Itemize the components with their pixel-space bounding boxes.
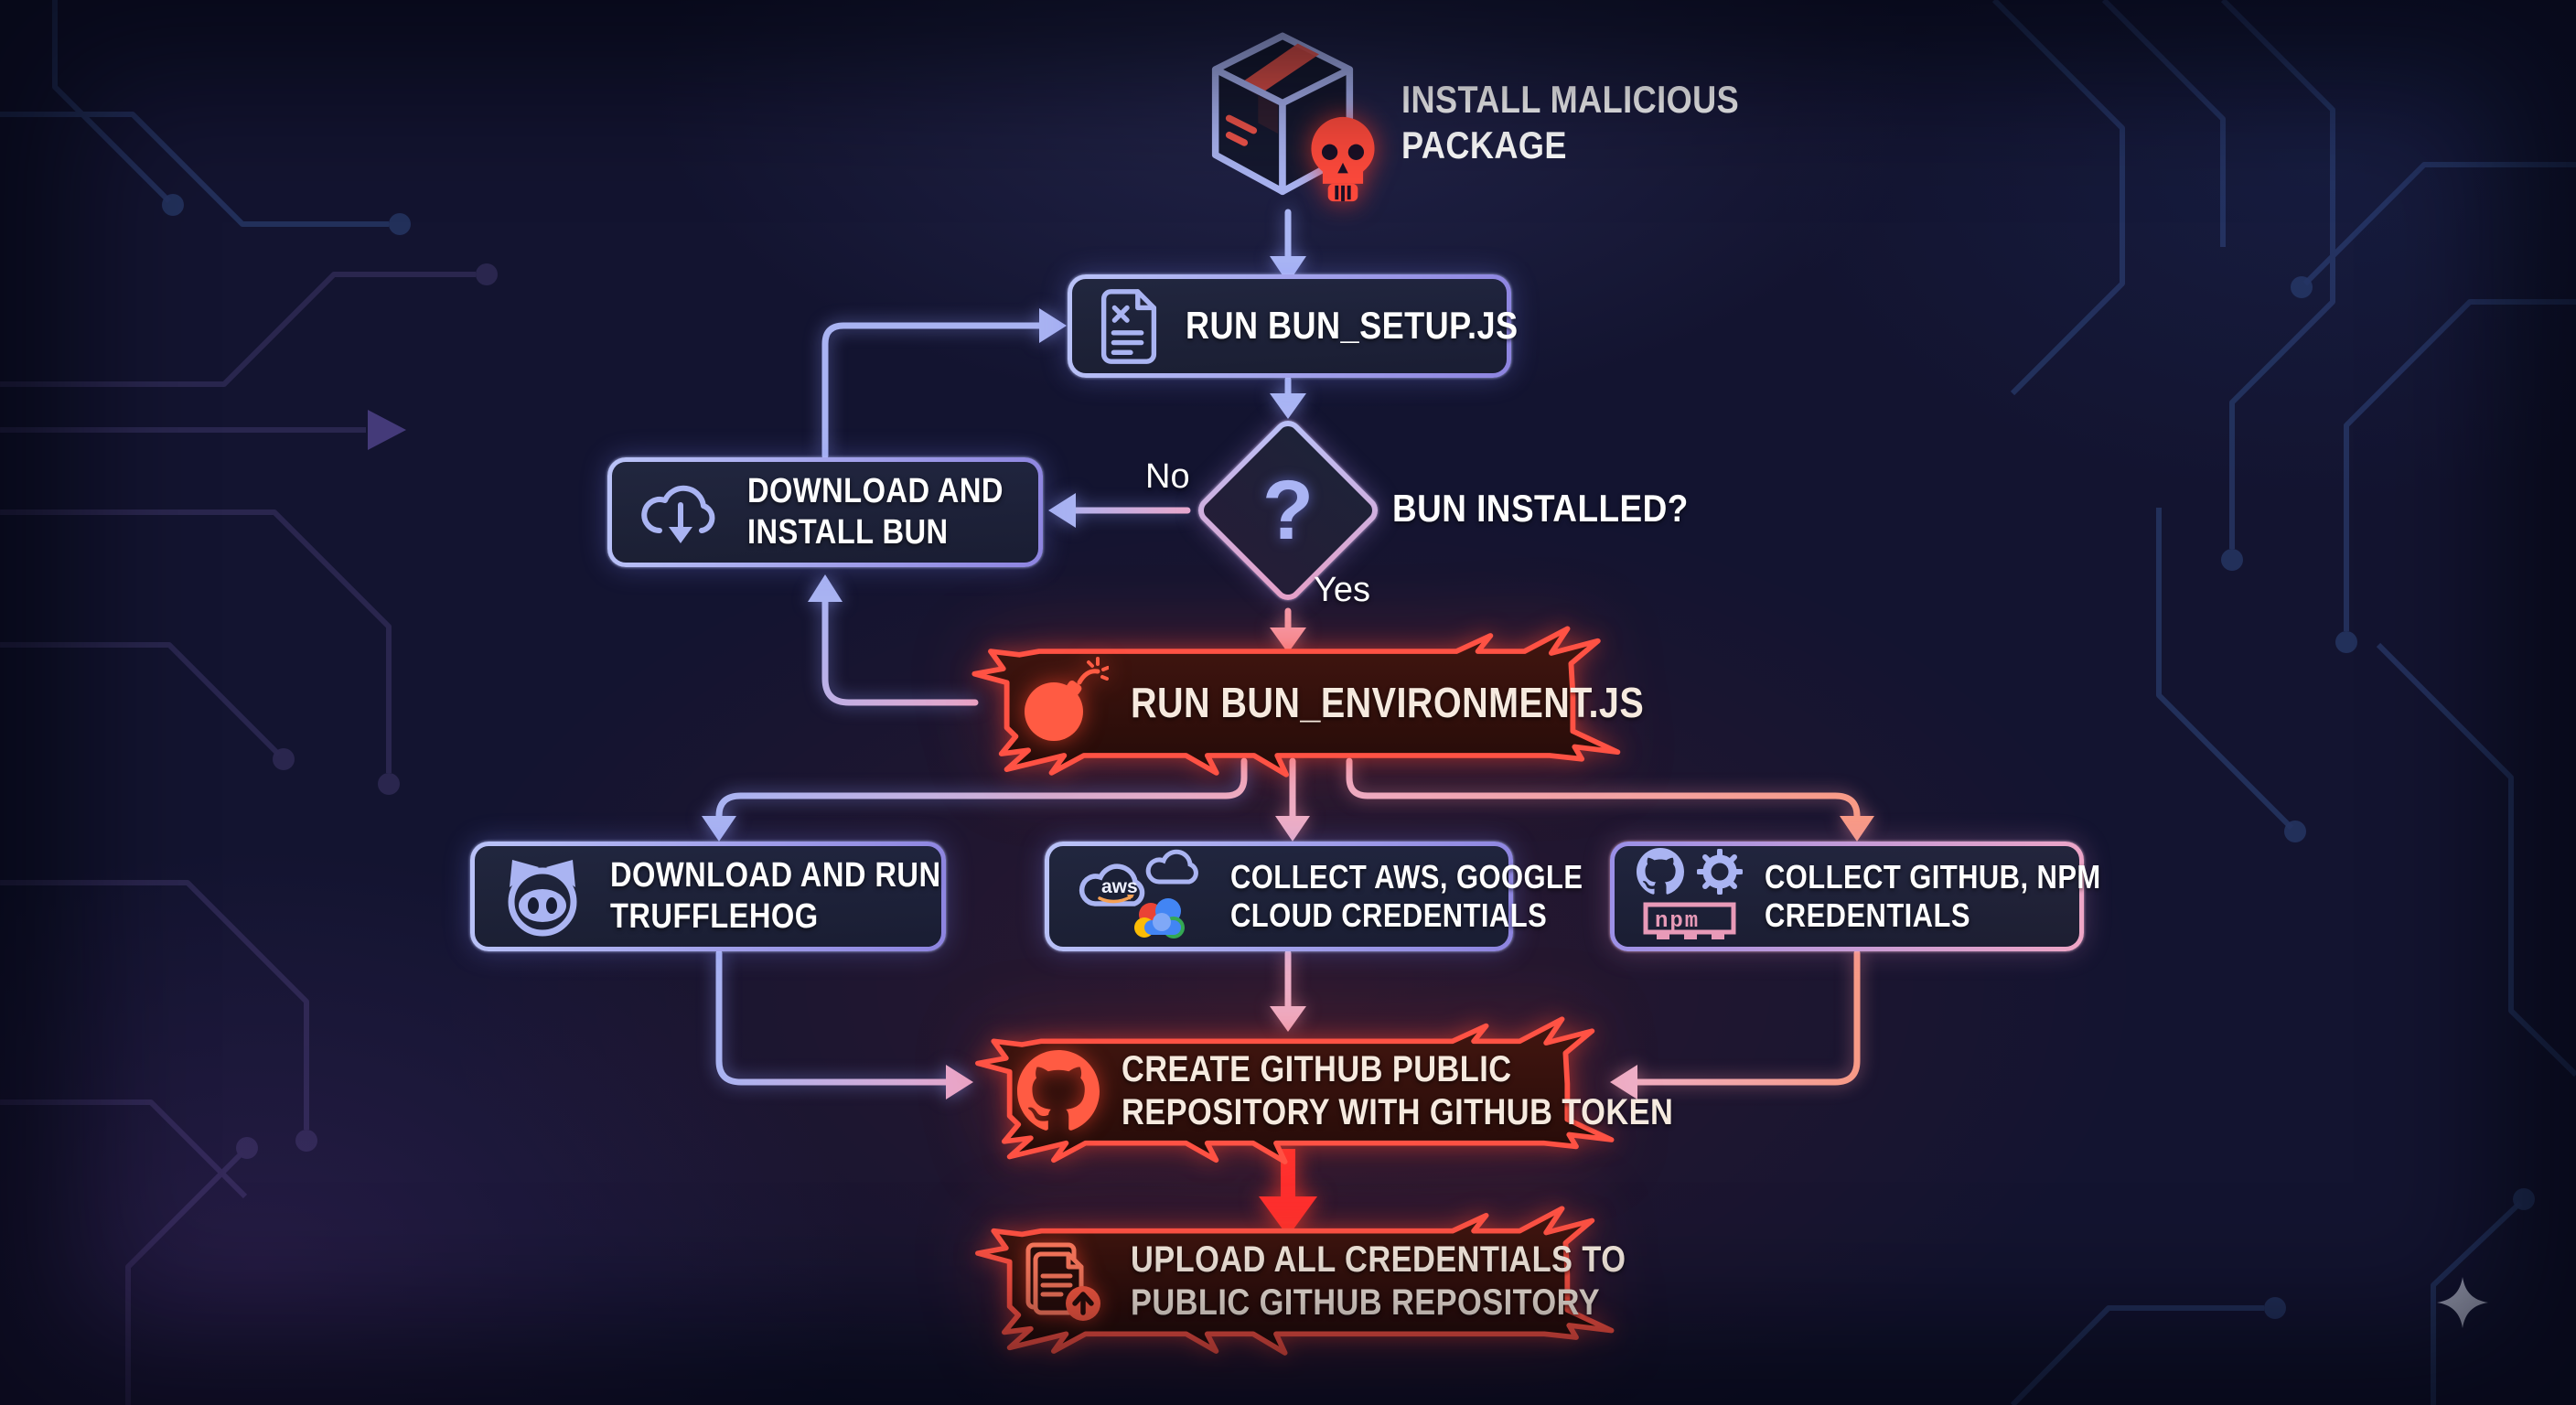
upload-documents-icon xyxy=(1017,1238,1109,1325)
node-run-environment: RUN BUN_ENVIRONMENT.JS xyxy=(977,646,1644,759)
node-label: CREATE GITHUB PUBLIC REPOSITORY WITH GIT… xyxy=(1122,1048,1674,1132)
aws-google-cloud-icon: aws xyxy=(1071,847,1208,946)
node-label: RUN BUN_SETUP.JS xyxy=(1186,304,1519,348)
node-download-install-bun: DOWNLOAD AND INSTALL BUN xyxy=(607,457,1043,567)
github-npm-icons: npm xyxy=(1637,848,1743,945)
trufflehog-pig-icon xyxy=(497,854,588,938)
start-title: INSTALL MALICIOUS PACKAGE xyxy=(1401,78,1740,166)
node-label: COLLECT AWS, GOOGLE CLOUD CREDENTIALS xyxy=(1230,857,1583,934)
node-label: DOWNLOAD AND RUN TRUFFLEHOG xyxy=(610,856,941,936)
node-trufflehog: DOWNLOAD AND RUN TRUFFLEHOG xyxy=(470,842,946,951)
node-label: UPLOAD ALL CREDENTIALS TO PUBLIC GITHUB … xyxy=(1131,1239,1626,1323)
node-decision-bun-installed: ? xyxy=(1191,413,1385,607)
node-create-repo: CREATE GITHUB PUBLIC REPOSITORY WITH GIT… xyxy=(981,1036,1673,1146)
cloud-download-icon xyxy=(634,472,725,552)
google-cloud-icon xyxy=(1134,898,1185,938)
edge-label-yes: Yes xyxy=(1314,571,1370,609)
question-mark-icon: ? xyxy=(1261,463,1315,557)
github-icon xyxy=(1017,1050,1100,1132)
node-label: RUN BUN_ENVIRONMENT.JS xyxy=(1131,678,1645,726)
skull-icon xyxy=(1299,113,1387,205)
gear-icon xyxy=(1697,849,1743,895)
node-label: DOWNLOAD AND INSTALL BUN xyxy=(747,472,1004,552)
node-github-npm-credentials: npm COLLECT GITHUB, NPM CREDENTIALS xyxy=(1610,842,2100,951)
bomb-icon xyxy=(1014,657,1109,748)
edge-label-no: No xyxy=(1145,457,1190,496)
start-node-malicious-package: INSTALL MALICIOUS PACKAGE xyxy=(1164,24,1739,225)
node-label: COLLECT GITHUB, NPM CREDENTIALS xyxy=(1765,857,2101,934)
decision-label: BUN INSTALLED? xyxy=(1392,487,1689,530)
node-run-setup: RUN BUN_SETUP.JS xyxy=(1068,274,1518,378)
script-file-icon xyxy=(1094,286,1164,367)
sparkle-watermark-icon xyxy=(2437,1277,2488,1328)
node-upload-credentials: UPLOAD ALL CREDENTIALS TO PUBLIC GITHUB … xyxy=(981,1226,1626,1337)
svg-text:aws: aws xyxy=(1101,876,1138,897)
svg-text:npm: npm xyxy=(1655,909,1700,934)
npm-icon: npm xyxy=(1642,901,1737,945)
node-cloud-credentials: aws COLLECT AWS, GOOGLE CL xyxy=(1045,842,1583,951)
github-icon xyxy=(1637,848,1684,896)
package-box-icon xyxy=(1191,24,1374,207)
